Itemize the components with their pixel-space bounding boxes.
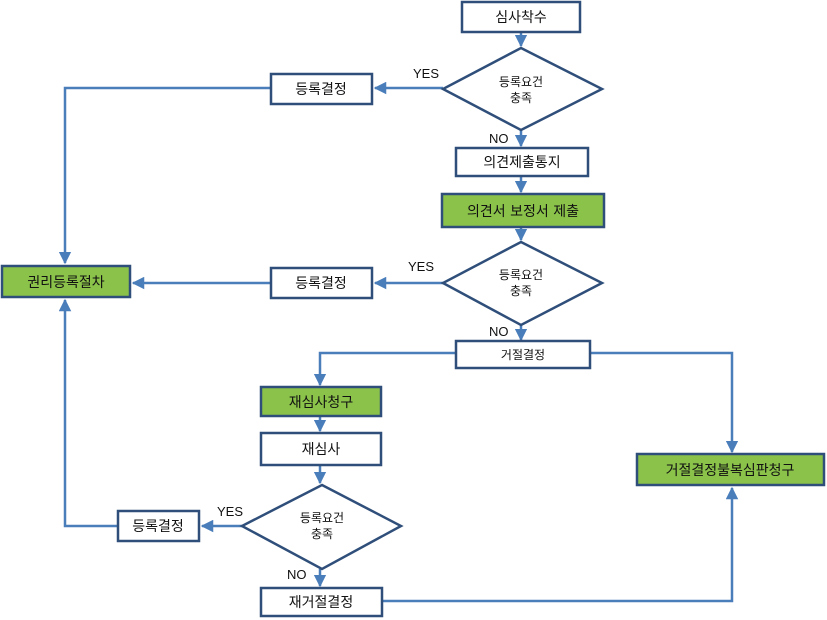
arrow-reg1-to-rights xyxy=(58,86,271,265)
decision-check-2-line2: 충족 xyxy=(510,284,532,298)
decision-check-1-line1: 등록요건 xyxy=(499,75,543,89)
node-appeal-label: 거절결정불복심판청구 xyxy=(666,463,795,479)
decision-check-2-line1: 등록요건 xyxy=(499,268,543,282)
yes-label-2: YES xyxy=(408,259,434,274)
arrow-reg3-to-rights xyxy=(58,298,118,528)
node-opinion-notice-label: 의견제출통지 xyxy=(483,155,560,171)
node-reexam-request: 재심사청구 xyxy=(259,385,383,418)
node-submit-opinion: 의견서 보정서 제출 xyxy=(440,192,606,229)
node-reg-decision-2: 등록결정 xyxy=(269,266,374,300)
node-opinion-notice: 의견제출통지 xyxy=(454,146,590,178)
yes-label-1: YES xyxy=(413,66,439,81)
node-reexam-request-label: 재심사청구 xyxy=(289,395,354,411)
node-rejection-label: 거절결정 xyxy=(501,348,545,362)
decision-check-1: 등록요건 충족 xyxy=(440,46,605,132)
node-reg-decision-1: 등록결정 xyxy=(269,72,374,106)
no-label-1: NO xyxy=(489,131,509,146)
node-start-label: 심사착수 xyxy=(495,10,547,26)
node-reexam-label: 재심사 xyxy=(302,442,341,458)
no-label-2: NO xyxy=(489,324,509,339)
node-appeal: 거절결정불복심판청구 xyxy=(635,452,826,487)
decision-check-3: 등록요건 충족 xyxy=(239,483,404,571)
node-submit-opinion-label: 의견서 보정서 제출 xyxy=(467,204,579,220)
no-label-3: NO xyxy=(287,567,307,582)
node-reg-decision-1-label: 등록결정 xyxy=(295,82,347,98)
node-rights-registration: 권리등록절차 xyxy=(0,264,132,299)
node-reg-decision-3: 등록결정 xyxy=(116,509,201,543)
node-re-rejection: 재거절결정 xyxy=(259,586,384,618)
decision-check-1-line2: 충족 xyxy=(510,91,532,105)
arrow-reject-to-appeal xyxy=(590,351,739,454)
node-rejection: 거절결정 xyxy=(454,339,592,370)
node-reexam: 재심사 xyxy=(259,431,383,467)
node-reg-decision-3-label: 등록결정 xyxy=(132,519,184,535)
node-re-rejection-label: 재거절결정 xyxy=(289,595,353,611)
node-start: 심사착수 xyxy=(460,0,582,34)
decision-check-3-line1: 등록요건 xyxy=(300,511,344,525)
yes-label-3: YES xyxy=(217,504,243,519)
arrow-rerejection-to-appeal xyxy=(382,486,739,603)
node-reg-decision-2-label: 등록결정 xyxy=(295,276,347,292)
connectors xyxy=(58,32,739,603)
decision-check-3-line2: 충족 xyxy=(311,527,333,541)
decision-check-2: 등록요건 충족 xyxy=(440,240,605,327)
node-rights-registration-label: 권리등록절차 xyxy=(27,275,104,291)
arrow-reject-to-reexam-request xyxy=(313,351,456,387)
